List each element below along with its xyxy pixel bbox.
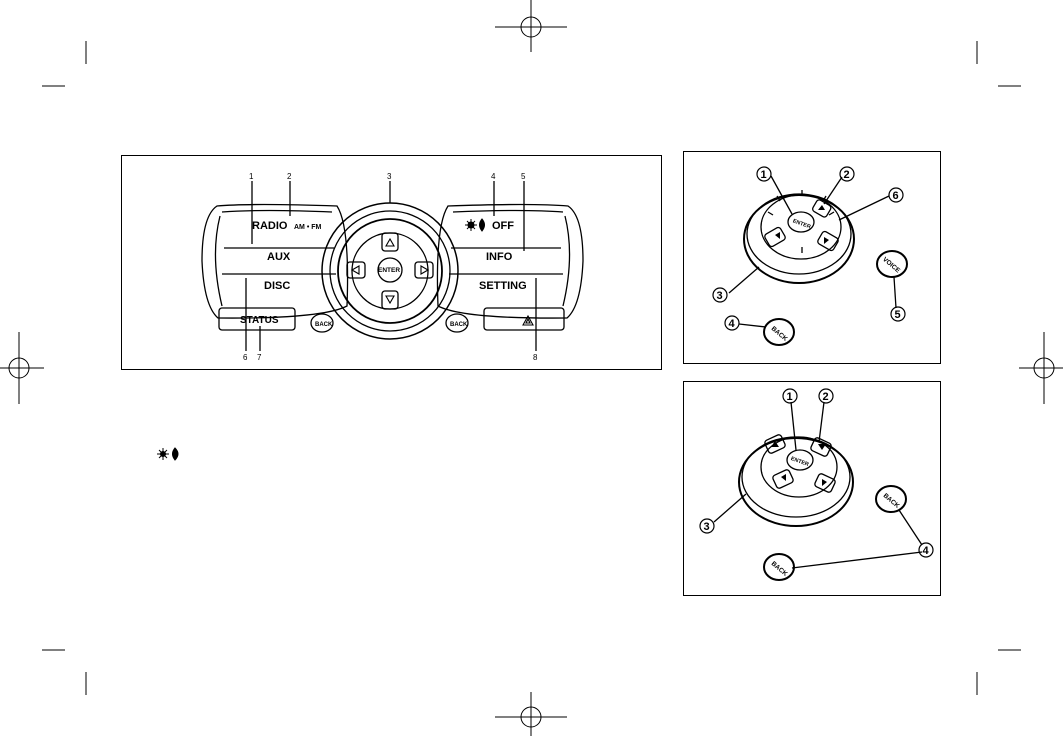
enter-button[interactable] (787, 211, 815, 233)
down-button[interactable] (814, 473, 836, 493)
crosshair-icon (495, 0, 567, 52)
hazard-button[interactable] (483, 307, 565, 331)
callout-4: 4 (491, 172, 496, 181)
left-arrow-icon (781, 474, 786, 481)
voice-label: VOICE (881, 256, 902, 275)
control-panel-diagram: RADIO AM • FM AUX DISC STATUS BACK ENTER… (121, 155, 662, 370)
back-button-a[interactable] (875, 485, 907, 513)
callout-6: 6 (243, 353, 248, 362)
up-arrow-icon (771, 441, 779, 447)
controller-dial (760, 436, 838, 498)
enter-button[interactable] (786, 449, 814, 471)
callout-1: 1 (787, 391, 793, 403)
voice-button[interactable] (876, 250, 908, 278)
callout-7: 7 (257, 353, 262, 362)
crosshair-icon (495, 692, 567, 736)
up-arrow-icon (385, 237, 395, 247)
back-label: BACK (770, 325, 789, 343)
callout-6: 6 (893, 190, 899, 202)
right-arrow-icon (818, 444, 826, 450)
right-arrow-icon (420, 265, 430, 275)
enter-label: ENTER (792, 218, 812, 230)
callout-1: 1 (249, 172, 254, 181)
left-arrow-icon (775, 232, 780, 239)
am-fm-label: AM • FM (294, 224, 322, 231)
right-button[interactable] (810, 437, 832, 457)
callout-4: 4 (923, 545, 930, 557)
back-label-left: BACK (315, 322, 333, 328)
down-arrow-button[interactable] (381, 290, 399, 310)
left-button[interactable] (764, 226, 787, 248)
callout-4: 4 (729, 318, 736, 330)
back-button-b[interactable] (763, 553, 795, 581)
day-night-off-button[interactable]: OFF (492, 220, 514, 232)
callout-3: 3 (704, 521, 710, 533)
controller-dial (760, 194, 842, 260)
info-button[interactable]: INFO (486, 251, 513, 263)
sun-moon-icon (157, 447, 179, 461)
up-arrow-icon (818, 205, 825, 210)
down-arrow-icon (822, 479, 827, 486)
callout-3: 3 (717, 290, 723, 302)
callout-1: 1 (761, 169, 767, 181)
right-arrow-button[interactable] (414, 261, 434, 279)
aux-button[interactable]: AUX (267, 251, 291, 263)
radio-button[interactable]: RADIO (252, 220, 288, 232)
back-label-a: BACK (882, 492, 901, 510)
back-button[interactable] (763, 318, 795, 346)
controller-base (738, 437, 854, 527)
callout-2: 2 (844, 169, 850, 181)
crosshair-icon (1019, 332, 1063, 404)
callout-5: 5 (895, 309, 901, 321)
up-arrow-button[interactable] (381, 232, 399, 252)
back-label-right: BACK (450, 322, 468, 328)
left-button-bank (201, 203, 349, 319)
controller-diagram-bottom: ENTER BACK BACK 1 2 3 4 (683, 381, 941, 596)
sun-moon-icon (465, 218, 485, 232)
disc-button[interactable]: DISC (264, 280, 290, 292)
callout-2: 2 (287, 172, 292, 181)
setting-button[interactable]: SETTING (479, 280, 527, 292)
status-label: STATUS (240, 315, 279, 326)
right-button-bank (436, 203, 584, 319)
controller-diagram-top: ENTER VOICE BACK 1 2 3 4 5 6 (683, 151, 941, 364)
left-arrow-icon (350, 265, 360, 275)
up-button[interactable] (764, 434, 786, 454)
right-button[interactable] (817, 230, 840, 252)
left-arrow-button[interactable] (346, 261, 366, 279)
down-arrow-icon (385, 295, 395, 305)
callout-8: 8 (533, 353, 538, 362)
left-button[interactable] (772, 469, 794, 489)
callout-5: 5 (521, 172, 526, 181)
enter-button[interactable] (377, 257, 403, 283)
callout-2: 2 (823, 391, 829, 403)
status-button[interactable] (218, 307, 296, 331)
enter-label: ENTER (378, 267, 400, 274)
crosshair-icon (0, 332, 44, 404)
callout-3: 3 (387, 172, 392, 181)
back-label-b: BACK (770, 560, 789, 578)
back-button-left[interactable] (310, 313, 334, 333)
enter-label: ENTER (790, 456, 810, 468)
right-arrow-icon (824, 237, 829, 244)
back-button-right[interactable] (445, 313, 469, 333)
hazard-triangle-icon (522, 314, 534, 326)
